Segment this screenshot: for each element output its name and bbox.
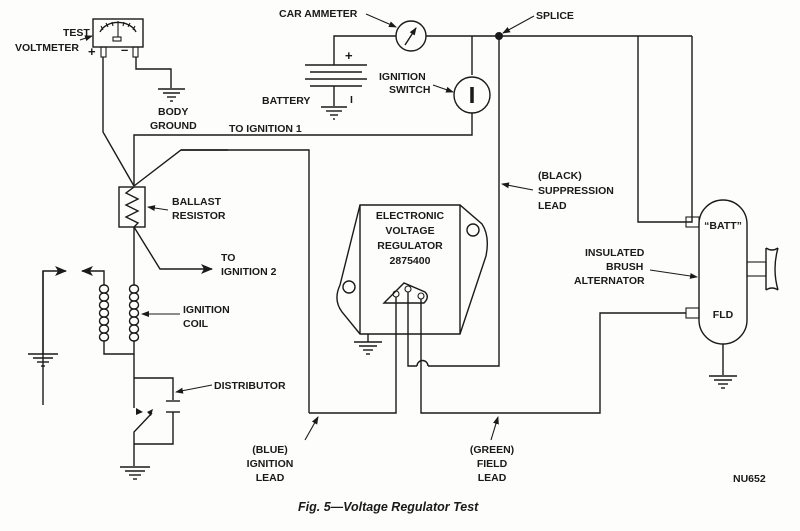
label-green: (GREEN) <box>470 444 514 456</box>
label-to: TO <box>221 252 235 264</box>
label-electronic: ELECTRONIC <box>376 210 445 222</box>
label-suppression: SUPPRESSION <box>538 185 614 197</box>
label-voltmeter: VOLTMETER <box>15 42 79 54</box>
car-ammeter <box>395 20 427 52</box>
label-black: (BLACK) <box>538 170 582 182</box>
pulley-icon <box>765 247 779 291</box>
electronic-voltage-regulator <box>336 204 489 335</box>
battery-minus: I <box>350 94 353 106</box>
test-voltmeter <box>79 18 144 58</box>
battery <box>305 64 367 87</box>
label-part-number: 2875400 <box>390 255 431 267</box>
label-distributor: DISTRIBUTOR <box>214 380 286 392</box>
label-body: BODY <box>158 106 188 118</box>
mounting-hole-icon <box>466 223 480 237</box>
label-lead-black: LEAD <box>538 200 567 212</box>
label-switch: SWITCH <box>389 84 430 96</box>
label-regulator: REGULATOR <box>377 240 443 252</box>
figure-caption: Fig. 5—Voltage Regulator Test <box>298 500 479 514</box>
label-ballast: BALLAST <box>172 196 222 208</box>
ignition-switch <box>453 76 491 114</box>
label-blue-ignition: IGNITION <box>247 458 294 470</box>
label-ground: GROUND <box>150 120 197 132</box>
figure-code: NU652 <box>733 473 766 485</box>
ignition-coil <box>98 284 140 342</box>
battery-plus: + <box>345 48 353 63</box>
label-splice: SPLICE <box>536 10 574 22</box>
distributor-ground-icon <box>120 466 150 480</box>
body-ground-icon <box>158 88 185 102</box>
label-voltage: VOLTAGE <box>385 225 434 237</box>
label-blue-lead: LEAD <box>256 472 285 484</box>
label-to-ignition-1: TO IGNITION 1 <box>229 123 302 135</box>
batt-terminal <box>685 216 700 228</box>
label-batt: “BATT” <box>704 220 742 232</box>
label-resistor: RESISTOR <box>172 210 226 222</box>
regulator-ground-icon <box>354 341 382 355</box>
label-brush: BRUSH <box>606 261 643 273</box>
label-ignition-1: IGNITION <box>379 71 426 83</box>
label-fld: FLD <box>713 309 734 321</box>
voltmeter-minus: – <box>121 42 128 57</box>
label-test: TEST <box>63 27 90 39</box>
label-coil: COIL <box>183 318 209 330</box>
mounting-hole-icon <box>342 280 356 294</box>
alternator-ground-icon <box>709 375 737 389</box>
insulated-brush-alternator <box>685 199 779 345</box>
voltmeter-plus: + <box>88 44 96 59</box>
ballast-resistor <box>118 186 146 228</box>
ammeter-needle-icon <box>404 27 417 46</box>
label-alternator: ALTERNATOR <box>574 275 645 287</box>
battery-ground-icon <box>321 106 347 120</box>
label-battery: BATTERY <box>262 95 310 107</box>
label-field: FIELD <box>477 458 508 470</box>
label-ignition-2: IGNITION 2 <box>221 266 277 278</box>
label-blue: (BLUE) <box>252 444 288 456</box>
fld-terminal <box>685 307 700 319</box>
label-insulated: INSULATED <box>585 247 645 259</box>
label-car-ammeter: CAR AMMETER <box>279 8 358 20</box>
label-coil-ignition: IGNITION <box>183 304 230 316</box>
label-green-lead: LEAD <box>478 472 507 484</box>
distributor <box>133 377 180 466</box>
